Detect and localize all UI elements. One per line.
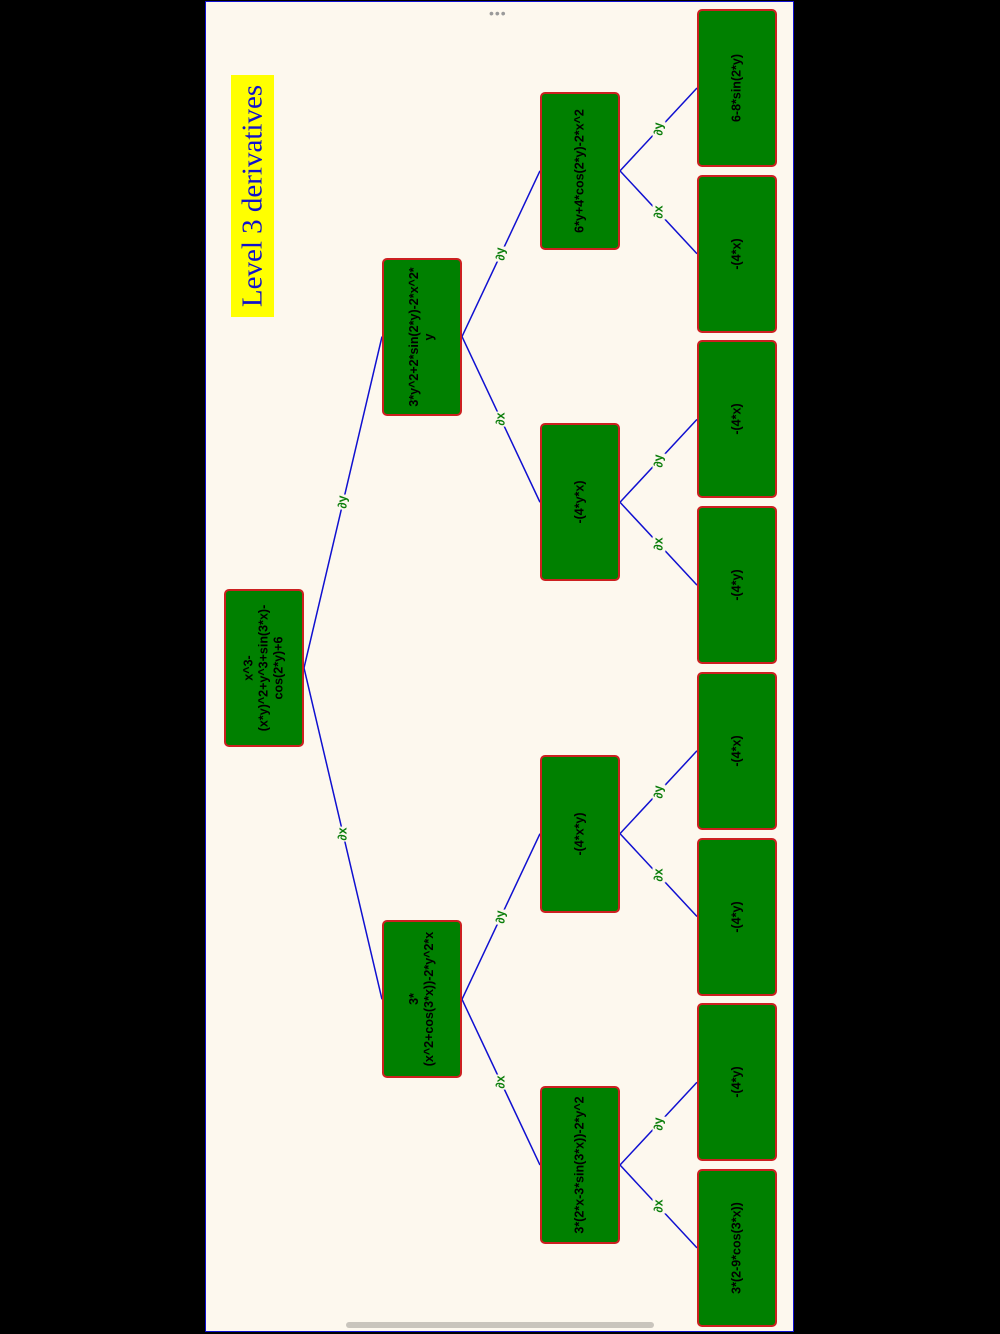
edge-label: ∂y: [651, 1116, 665, 1132]
title-banner: Level 3 derivatives: [231, 75, 274, 317]
leaf-expression-node: 3*(2-9*cos(3*x)): [697, 1168, 777, 1327]
edge-label: ∂y: [651, 784, 665, 800]
node-expression-text: -(4*x): [729, 735, 744, 767]
expression-node: 3*(2*x-3*sin(3*x))-2*y^2: [540, 1086, 620, 1245]
node-expression-text: -(4*x): [729, 403, 744, 436]
edge-label: ∂y: [335, 494, 350, 510]
node-expression-text: 3*(2-9*cos(3*x)): [729, 1202, 744, 1294]
node-expression-text: -(4*x*y): [572, 812, 587, 856]
edge-label: ∂x: [651, 204, 665, 220]
node-expression-text: -(4*y): [729, 900, 744, 933]
node-expression-text: -(4*y): [729, 569, 744, 601]
node-expression-text: 6-8*sin(2*y): [729, 53, 744, 123]
node-expression-text: 3*(2*x-3*sin(3*x))-2*y^2: [572, 1096, 587, 1234]
node-expression-text: -(4*x): [729, 238, 744, 270]
edge-label: ∂y: [493, 908, 508, 925]
edge-label: ∂x: [651, 867, 665, 883]
home-indicator[interactable]: [346, 1322, 654, 1328]
more-options-icon[interactable]: •••: [489, 5, 507, 21]
leaf-expression-node: -(4*x): [697, 340, 777, 499]
node-expression-text: -(4*y): [729, 1066, 744, 1098]
leaf-expression-node: -(4*y): [697, 837, 777, 996]
edge-label: ∂y: [651, 121, 665, 137]
diagram-canvas: ••• Level 3 derivatives x^3-(x*y)^2+y^3+…: [205, 1, 794, 1332]
expression-node: 3*(x^2+cos(3*x))-2*y^2*x: [382, 920, 462, 1079]
node-expression-text: 6*y+4*cos(2*y)-2*x^2: [572, 109, 587, 233]
edge-label: ∂y: [493, 246, 508, 262]
leaf-expression-node: 6-8*sin(2*y): [697, 9, 777, 167]
edge-label: ∂y: [651, 453, 665, 469]
node-expression-text: x^3-(x*y)^2+y^3+sin(3*x)-cos(2*y)+6: [241, 604, 286, 732]
node-expression-text: 3*(x^2+cos(3*x))-2*y^2*x: [407, 932, 436, 1067]
expression-node: -(4*x*y): [540, 754, 620, 913]
expression-node: -(4*y*x): [540, 423, 620, 582]
leaf-expression-node: -(4*y): [697, 506, 777, 665]
edge-label: ∂x: [493, 411, 508, 427]
leaf-expression-node: -(4*y): [697, 1003, 777, 1162]
expression-node: 3*y^2+2*sin(2*y)-2*x^2*y: [382, 257, 462, 416]
edge-label: ∂x: [335, 826, 350, 842]
leaf-expression-node: -(4*x): [697, 671, 777, 830]
node-expression-text: -(4*y*x): [572, 480, 587, 524]
node-expression-text: 3*y^2+2*sin(2*y)-2*x^2*y: [407, 266, 436, 407]
edge-label: ∂x: [651, 1198, 665, 1215]
expression-node: x^3-(x*y)^2+y^3+sin(3*x)-cos(2*y)+6: [224, 588, 304, 747]
edge-label: ∂x: [493, 1074, 508, 1090]
expression-node: 6*y+4*cos(2*y)-2*x^2: [540, 91, 620, 250]
leaf-expression-node: -(4*x): [697, 174, 777, 333]
edge-label: ∂x: [651, 536, 665, 552]
